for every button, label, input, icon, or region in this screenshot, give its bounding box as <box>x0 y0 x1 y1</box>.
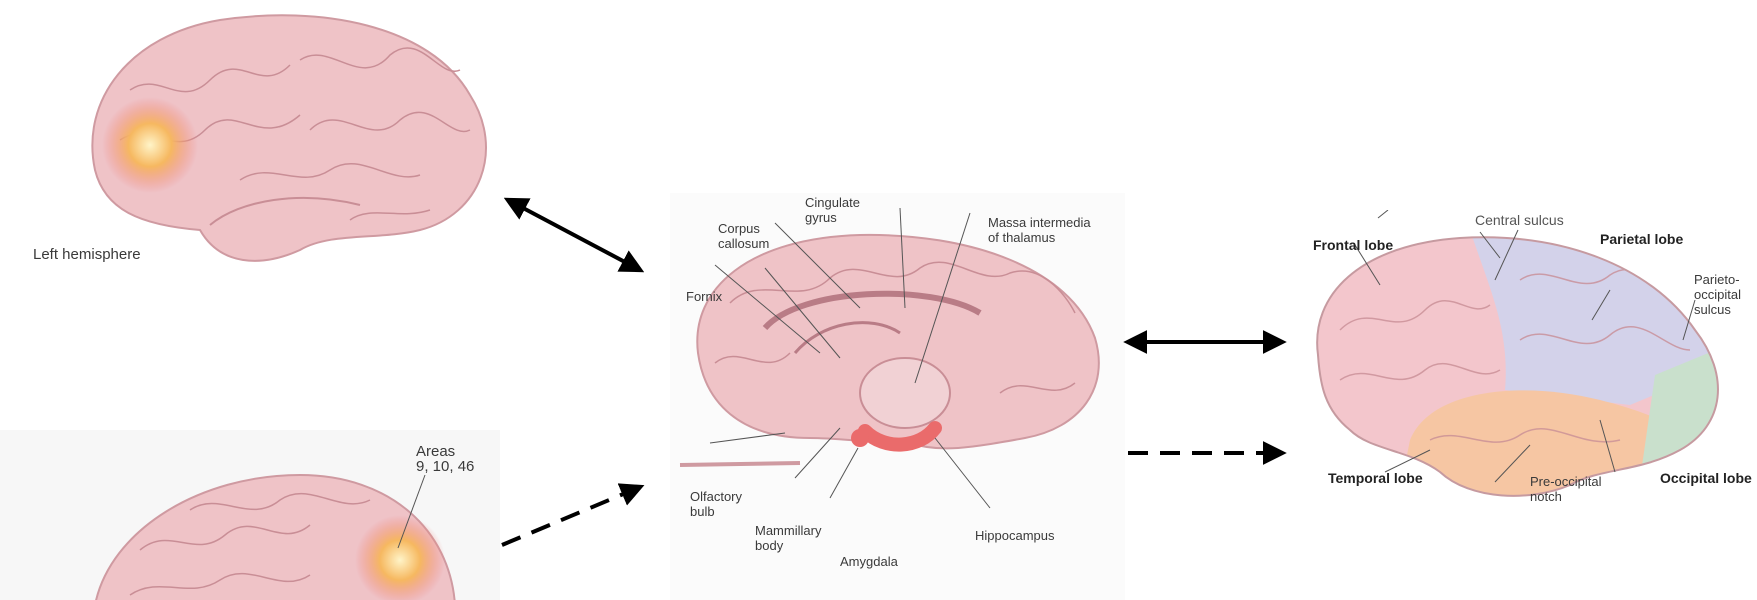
corpus-callosum-label: Corpus callosum <box>718 221 769 251</box>
olfactory-bulb-label: Olfactory bulb <box>690 489 742 519</box>
dashed-arrow-bottom-left <box>502 487 640 545</box>
double-arrow-top-left <box>508 200 640 270</box>
massa-intermedia-label: Massa intermedia of thalamus <box>988 215 1091 245</box>
brain-lobes-image <box>1300 210 1757 560</box>
pre-occipital-notch-label: Pre-occipital notch <box>1530 474 1602 504</box>
temporal-lobe-label: Temporal lobe <box>1328 471 1423 486</box>
amygdala-label: Amygdala <box>840 554 898 569</box>
parieto-occipital-sulcus-label: Parieto- occipital sulcus <box>1694 272 1741 317</box>
right-brain-panel: Central sulcus Frontal lobe Parietal lob… <box>1300 210 1757 560</box>
left-hemisphere-caption: Left hemisphere <box>33 247 141 262</box>
top-left-brain-panel: Left hemisphere <box>0 0 500 290</box>
mammillary-body-label: Mammillary body <box>755 523 821 553</box>
hippocampus-label: Hippocampus <box>975 528 1055 543</box>
fornix-label: Fornix <box>686 289 722 304</box>
occipital-lobe-label: Occipital lobe <box>1660 471 1752 486</box>
bottom-left-brain-panel: Areas 9, 10, 46 <box>0 430 500 600</box>
parietal-lobe-label: Parietal lobe <box>1600 232 1683 247</box>
center-brain-panel: Cingulate gyrus Corpus callosum Massa in… <box>670 193 1125 600</box>
cingulate-gyrus-label: Cingulate gyrus <box>805 195 860 225</box>
medial-brain-image <box>670 193 1125 600</box>
central-sulcus-label: Central sulcus <box>1475 213 1564 228</box>
areas-label: Areas 9, 10, 46 <box>416 444 474 474</box>
frontal-lobe-label: Frontal lobe <box>1313 238 1393 253</box>
